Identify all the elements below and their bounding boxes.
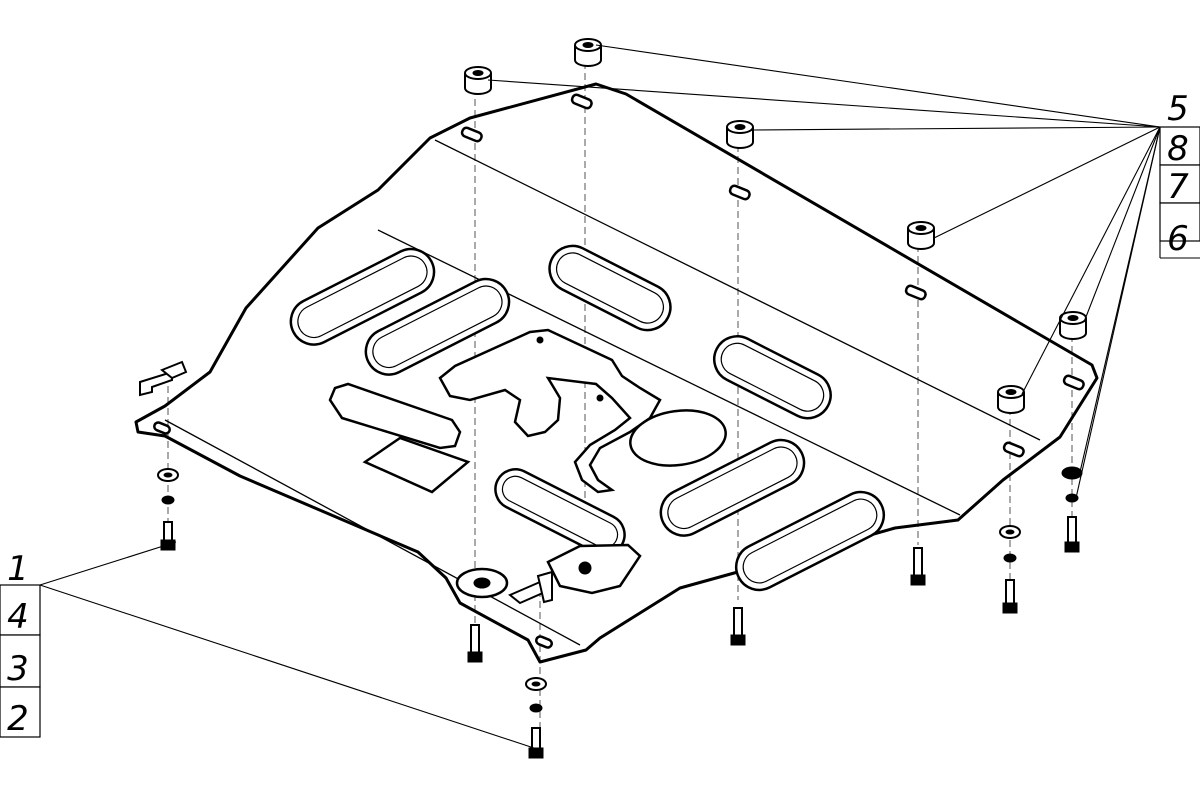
callout-3: 3 bbox=[7, 649, 29, 689]
bush-4 bbox=[907, 221, 935, 250]
callout-5: 5 bbox=[1167, 89, 1189, 129]
bush-1 bbox=[574, 38, 602, 67]
callout-7: 7 bbox=[1167, 167, 1189, 207]
drain-opening bbox=[629, 409, 727, 467]
embossed-ribs bbox=[289, 244, 886, 592]
callout-8: 8 bbox=[1167, 129, 1189, 169]
callout-2: 2 bbox=[7, 699, 29, 739]
rear-bend-line bbox=[164, 419, 581, 646]
bush-3 bbox=[726, 120, 754, 149]
bolt-set-right-2 bbox=[1061, 466, 1083, 553]
mid-bend-line bbox=[377, 229, 961, 516]
front-bend-line bbox=[434, 139, 1041, 441]
bush-2 bbox=[464, 66, 492, 95]
bush-6 bbox=[997, 385, 1025, 414]
bolt-set-front-left bbox=[157, 468, 179, 551]
bolt-set-right-1 bbox=[999, 525, 1021, 614]
callout-4: 4 bbox=[7, 597, 29, 637]
fasteners bbox=[157, 466, 1083, 759]
bolt-under-plate-2 bbox=[730, 607, 746, 646]
callout-1: 1 bbox=[7, 549, 29, 589]
callout-stack-right: 5 8 7 6 bbox=[1159, 89, 1200, 259]
bush-5 bbox=[1059, 311, 1087, 340]
skid-plate bbox=[134, 82, 1099, 664]
bolt-set-rear-mid bbox=[525, 677, 547, 759]
spacer-bushes bbox=[464, 38, 1087, 414]
callout-6: 6 bbox=[1167, 219, 1189, 259]
oil-filter-opening bbox=[546, 543, 642, 595]
bolt-under-plate-3 bbox=[910, 547, 926, 586]
mounting-brackets bbox=[139, 360, 553, 605]
callout-stack-left: 1 4 3 2 bbox=[0, 549, 41, 739]
service-hatch bbox=[362, 436, 471, 494]
mounting-slots bbox=[153, 93, 1085, 649]
leader-lines bbox=[39, 44, 1161, 751]
bolt-under-plate-1 bbox=[467, 624, 483, 663]
